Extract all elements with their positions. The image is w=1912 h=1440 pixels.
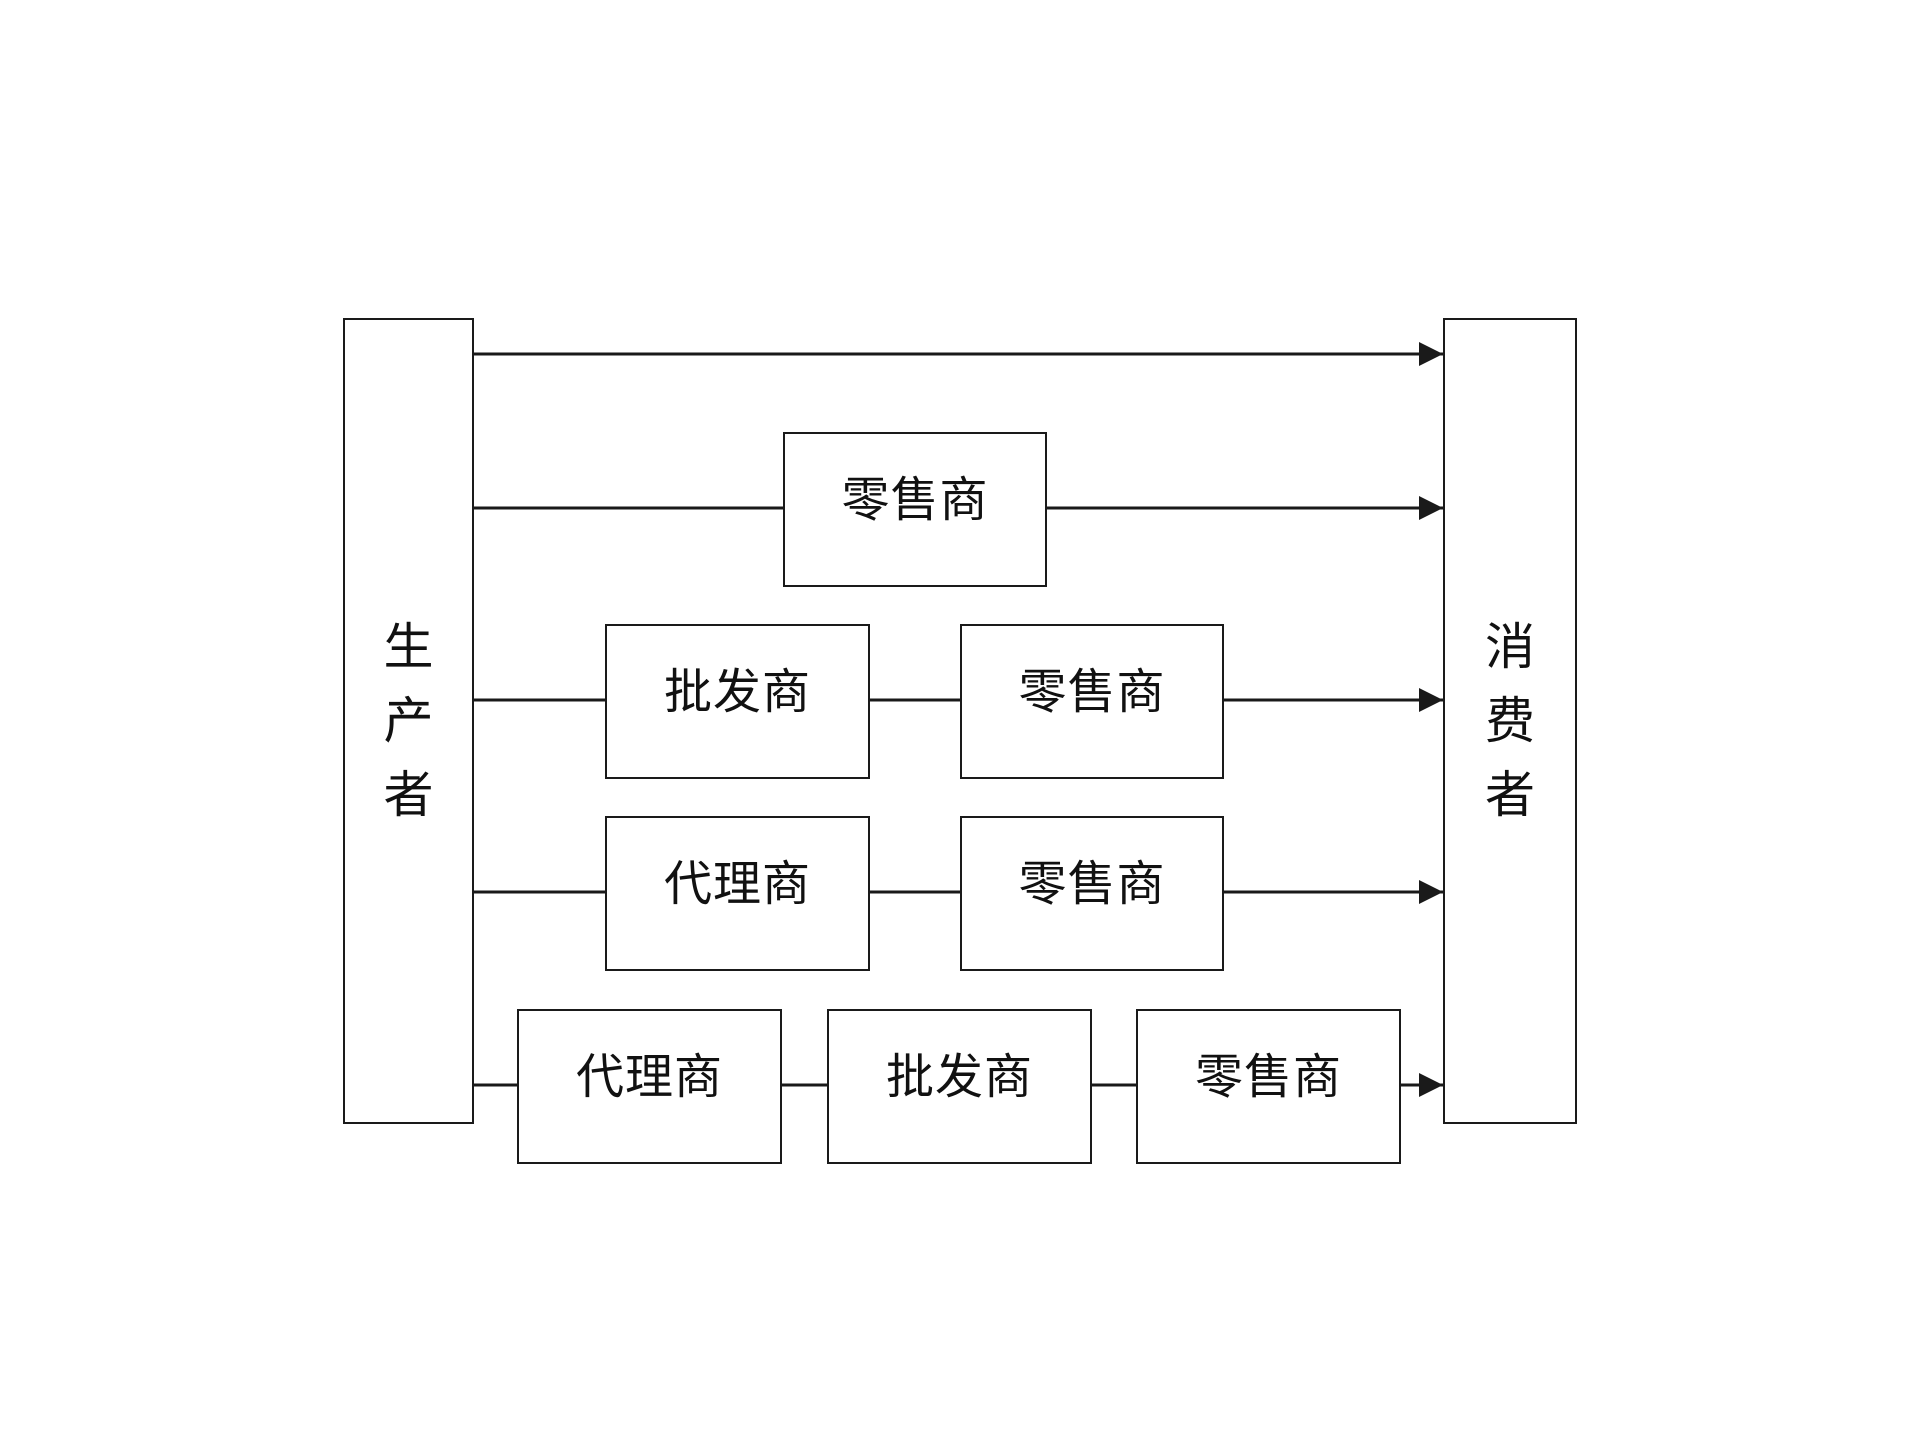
- node-label: 零售商: [1018, 856, 1166, 912]
- channel-4-agent-box: 代理商: [517, 1009, 782, 1164]
- node-label: 代理商: [575, 1049, 723, 1105]
- node-label: 代理商: [663, 856, 811, 912]
- node-label: 零售商: [1018, 664, 1166, 720]
- node-label: 零售商: [1194, 1049, 1342, 1105]
- channel-3-agent-box: 代理商: [605, 816, 870, 971]
- channel-1-retailer-box: 零售商: [783, 432, 1047, 587]
- channel-3-retailer-box: 零售商: [960, 816, 1224, 971]
- producer-box: 生产者: [343, 318, 474, 1124]
- consumer-box: 消费者: [1443, 318, 1577, 1124]
- node-label: 批发商: [663, 664, 811, 720]
- channel-4-wholesaler-box: 批发商: [827, 1009, 1092, 1164]
- channel-2-retailer-box: 零售商: [960, 624, 1224, 779]
- channel-4-retailer-box: 零售商: [1136, 1009, 1401, 1164]
- node-label: 批发商: [885, 1049, 1033, 1105]
- node-label: 零售商: [841, 472, 989, 528]
- consumer-label: 消费者: [1485, 618, 1535, 824]
- producer-label: 生产者: [383, 618, 434, 824]
- channel-2-wholesaler-box: 批发商: [605, 624, 870, 779]
